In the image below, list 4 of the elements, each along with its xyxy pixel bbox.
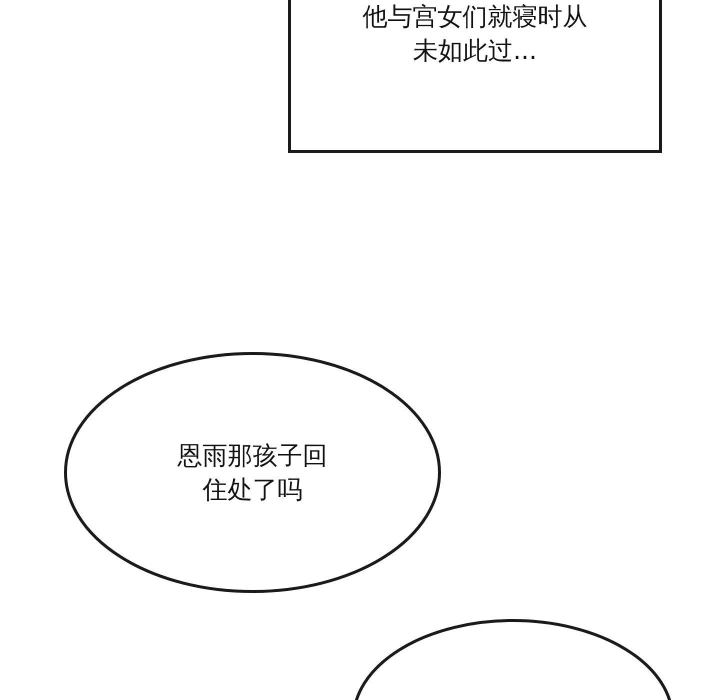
speech-text: 他与宫女们就寝时从未如此过... bbox=[362, 1, 588, 67]
speech-bubble bbox=[64, 352, 441, 593]
speech-text: 恩雨那孩子回住处了吗 bbox=[178, 440, 328, 506]
caption-box bbox=[288, 0, 662, 153]
